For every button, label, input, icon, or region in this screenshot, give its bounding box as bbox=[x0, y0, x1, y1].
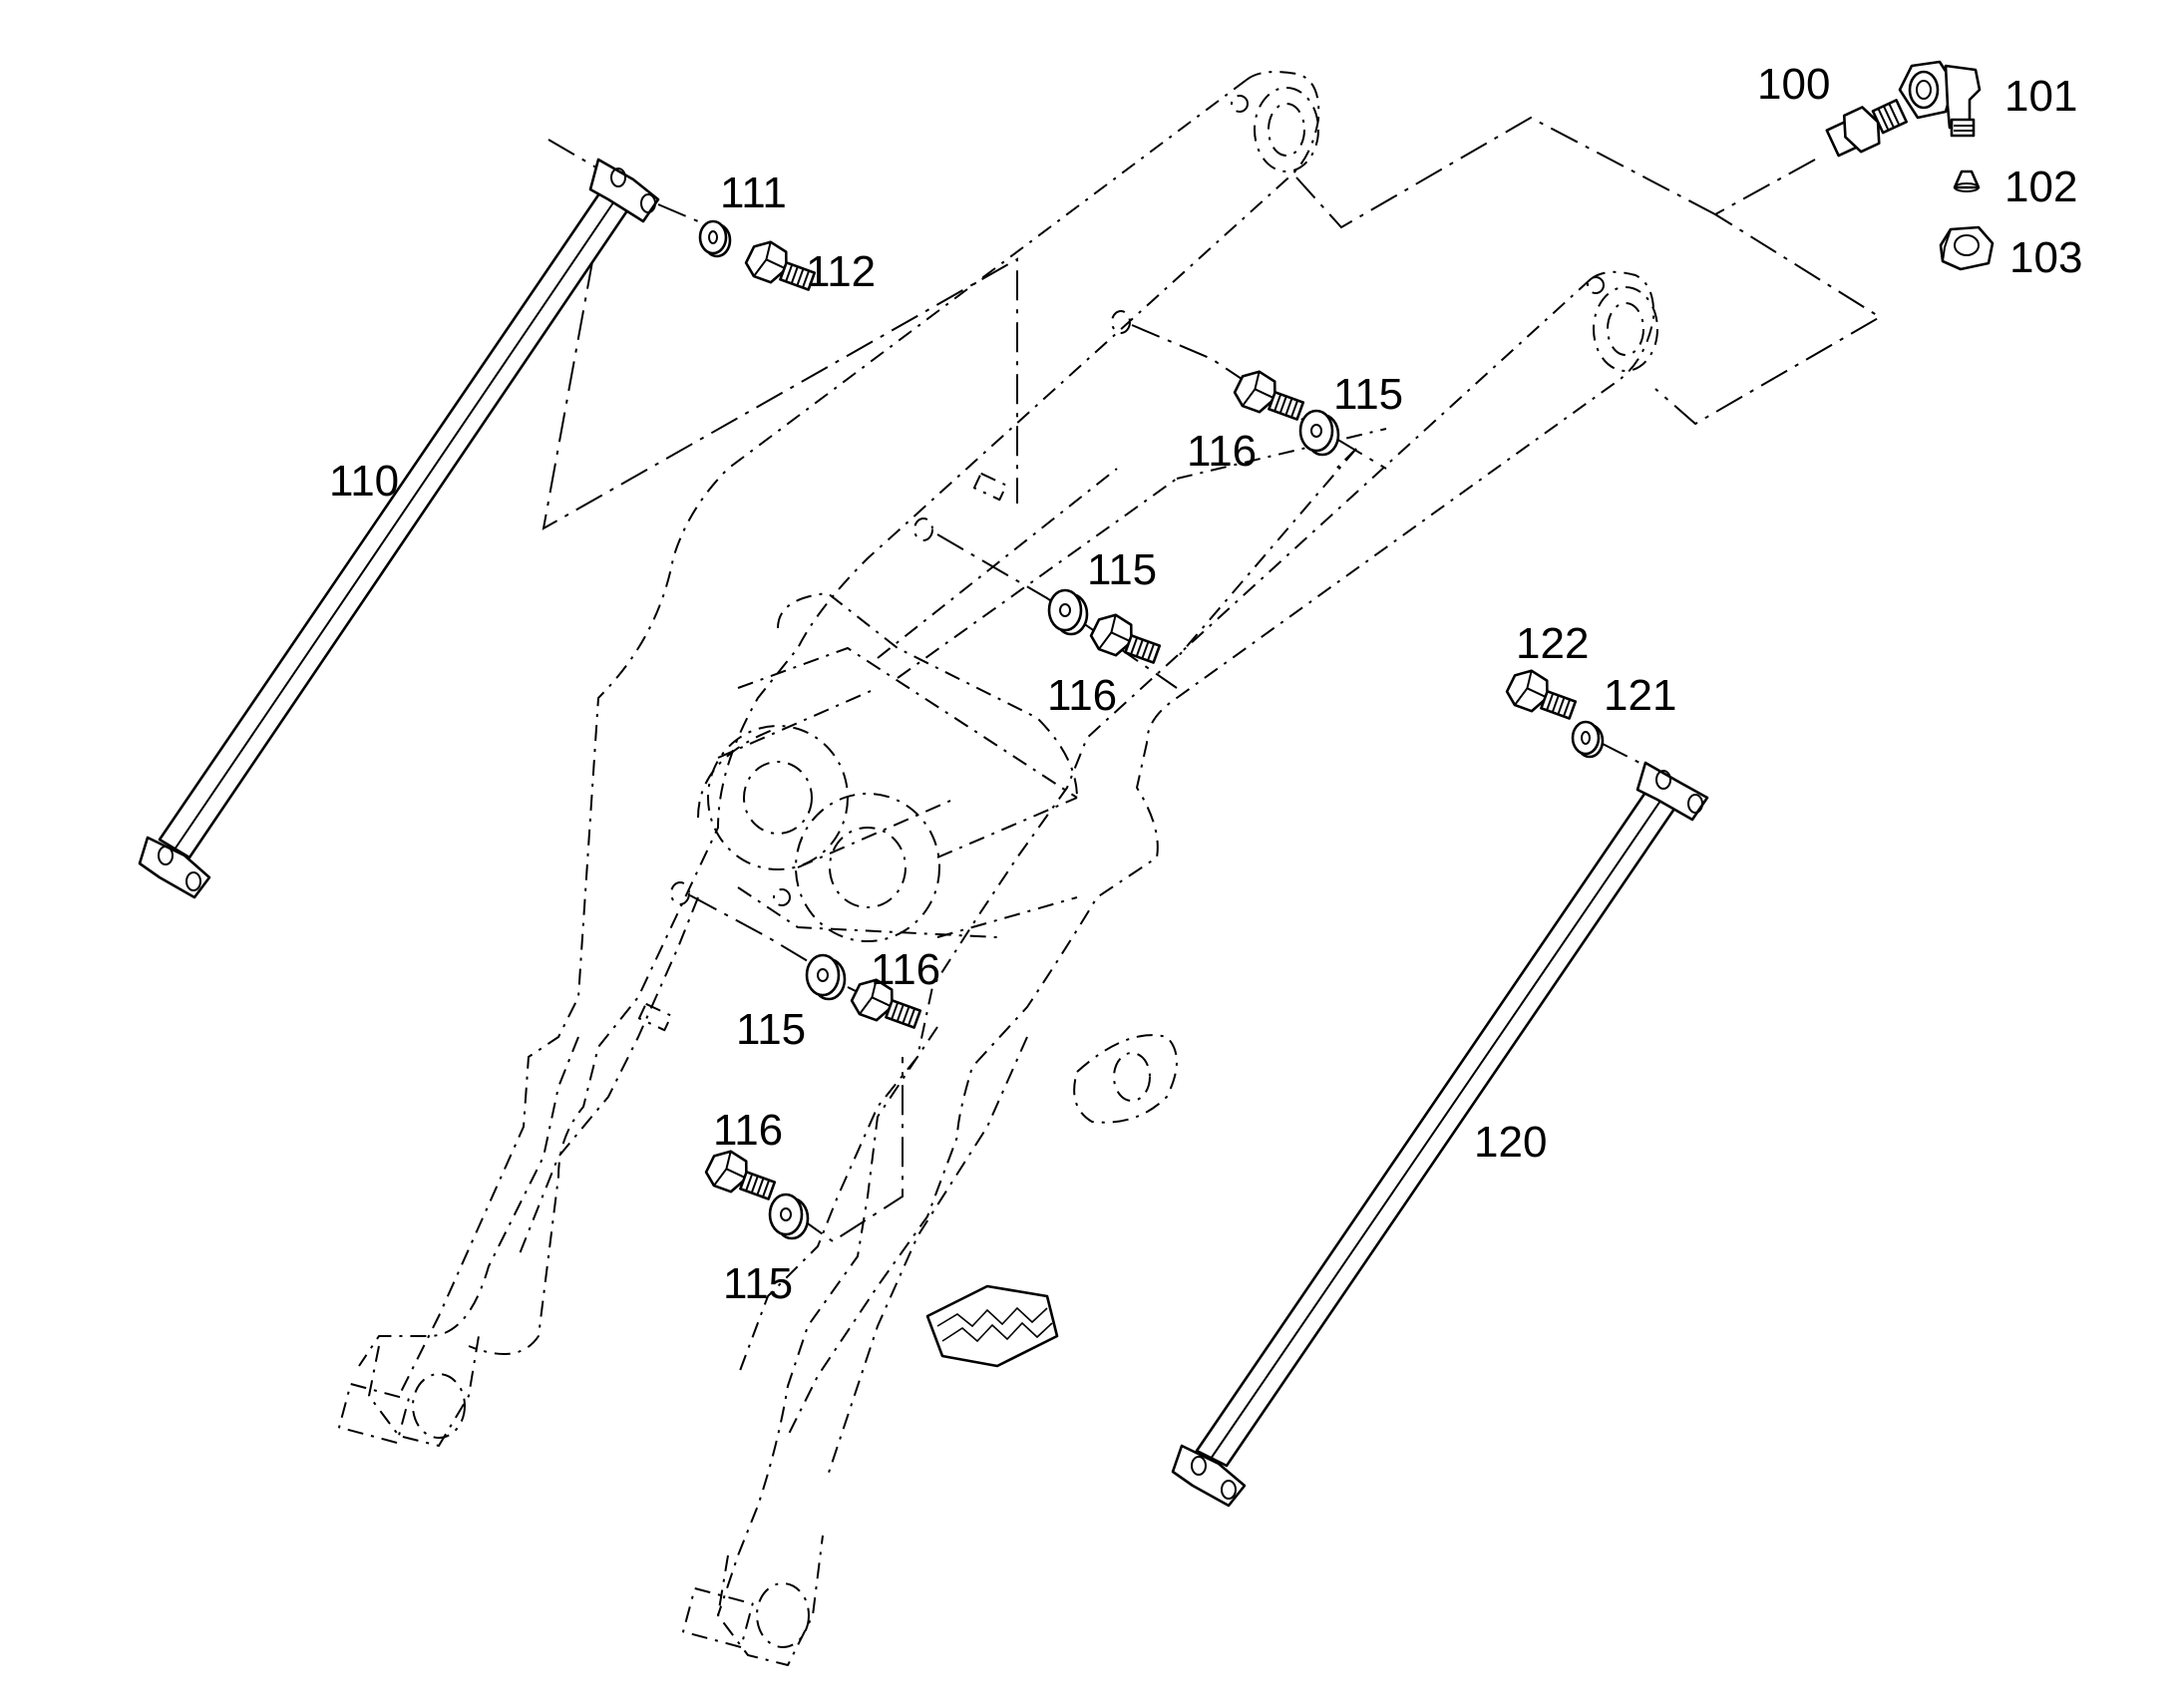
washer-121 bbox=[1571, 720, 1605, 759]
fitting-100 bbox=[1825, 99, 1909, 158]
callout-115-lower: 115 bbox=[736, 1005, 806, 1054]
leader-lines bbox=[542, 116, 1882, 1243]
spacer-115-bottom bbox=[768, 1193, 810, 1240]
callout-116-middle: 116 bbox=[1047, 671, 1117, 720]
callout-120: 120 bbox=[1474, 1118, 1547, 1167]
bolt-116-bottom bbox=[701, 1144, 781, 1206]
callout-122: 122 bbox=[1516, 619, 1589, 668]
callout-115-bottom: 115 bbox=[723, 1259, 793, 1308]
strap-bar-120 bbox=[1171, 761, 1709, 1508]
cone-seal-102 bbox=[1953, 170, 1981, 192]
callout-100: 100 bbox=[1757, 60, 1830, 109]
callout-116-lower: 116 bbox=[871, 945, 940, 994]
hex-nut-103 bbox=[1939, 225, 1995, 271]
callout-116-upper: 116 bbox=[1187, 427, 1257, 476]
elbow-fitting-101 bbox=[1898, 60, 1982, 138]
callout-115-middle: 115 bbox=[1087, 545, 1157, 594]
callout-116-bottom: 116 bbox=[713, 1106, 783, 1155]
bolt-116-middle bbox=[1086, 607, 1166, 670]
spacer-115-middle bbox=[1047, 588, 1089, 636]
callout-103: 103 bbox=[2009, 233, 2082, 282]
bolt-116-upper bbox=[1230, 364, 1309, 427]
callout-112: 112 bbox=[806, 247, 876, 296]
strap-bar-110 bbox=[138, 158, 660, 899]
callout-102: 102 bbox=[2004, 163, 2077, 211]
bolt-122 bbox=[1502, 663, 1582, 726]
callout-111: 111 bbox=[720, 169, 787, 217]
step-plate bbox=[925, 1284, 1059, 1368]
callout-labels: 100 101 102 103 111 112 110 115 116 115 … bbox=[329, 60, 2082, 1308]
loader-arm-frame bbox=[338, 71, 1658, 1666]
spacer-115-lower bbox=[805, 953, 847, 1001]
washer-111 bbox=[698, 219, 732, 258]
callout-121: 121 bbox=[1604, 671, 1676, 720]
callout-101: 101 bbox=[2004, 72, 2077, 121]
callout-115-upper: 115 bbox=[1333, 370, 1403, 419]
callout-110: 110 bbox=[329, 457, 399, 506]
